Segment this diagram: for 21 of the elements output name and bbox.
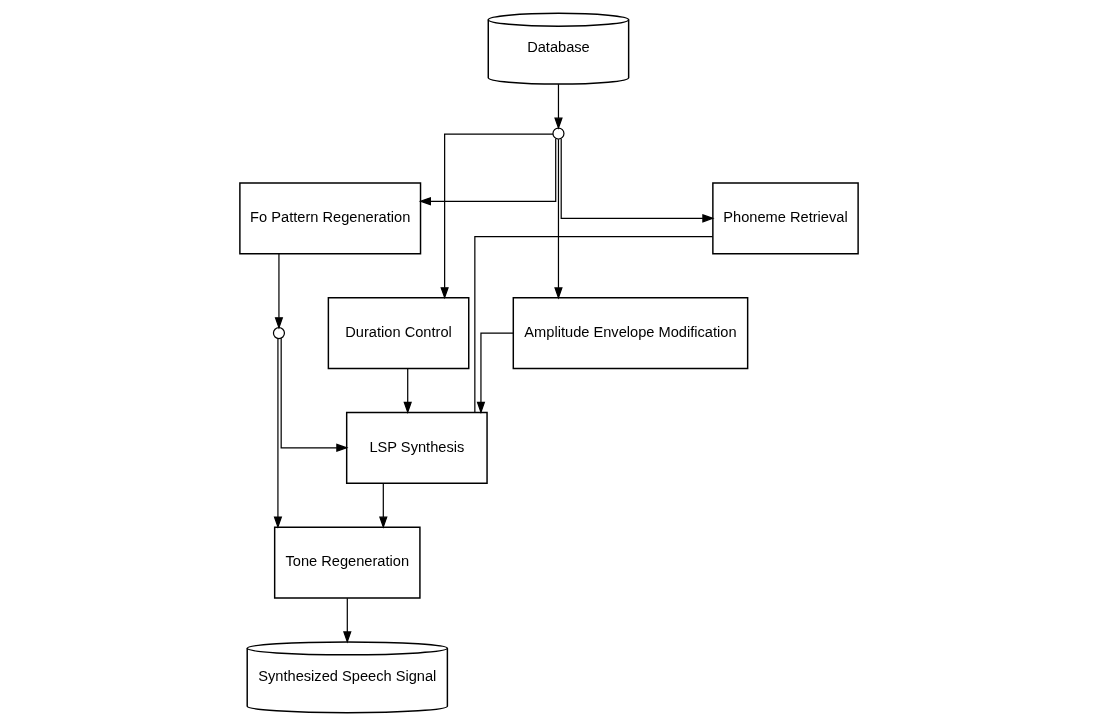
node-box: Tone Regeneration bbox=[273, 526, 421, 599]
node-box: Amplitude Envelope Modification bbox=[512, 296, 749, 370]
arrow bbox=[554, 83, 563, 130]
node-box: Fo Pattern Regeneration bbox=[239, 182, 422, 255]
arrow bbox=[379, 482, 388, 529]
node-box: Duration Control bbox=[327, 296, 470, 370]
node-box: LSP Synthesis bbox=[345, 411, 488, 484]
node-circle bbox=[552, 127, 565, 140]
arrow bbox=[476, 332, 514, 414]
arrow bbox=[440, 133, 554, 300]
arrow bbox=[418, 137, 557, 206]
node-circle bbox=[272, 327, 286, 340]
connector bbox=[474, 236, 714, 413]
arrow bbox=[343, 597, 352, 644]
arrow bbox=[554, 138, 563, 300]
arrow bbox=[403, 368, 412, 415]
arrow bbox=[273, 338, 283, 529]
arrow bbox=[274, 253, 284, 330]
arrow bbox=[560, 137, 715, 223]
arrow bbox=[280, 337, 349, 453]
node-box: Phoneme Retrieval bbox=[712, 182, 859, 255]
